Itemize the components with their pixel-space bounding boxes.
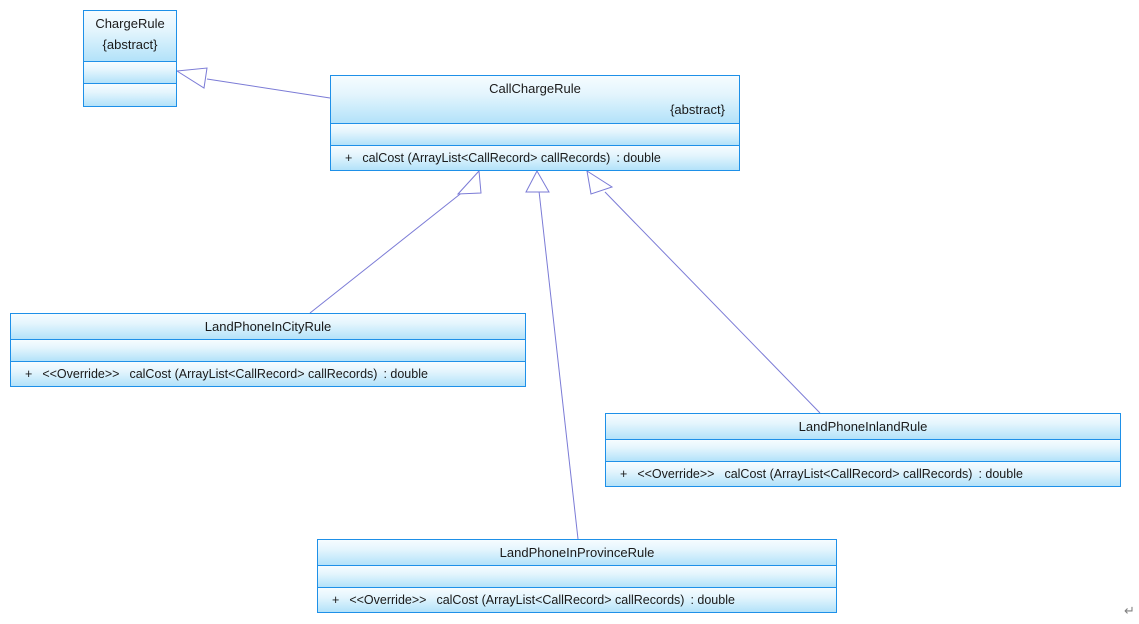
class-box-landphoneinlandrule[interactable]: LandPhoneInlandRule + <<Override>> calCost… [605,413,1121,487]
class-attributes-compartment [318,565,836,587]
operation-return-type: : double [383,367,428,381]
generalization-arrowhead [175,67,208,89]
operation-signature: calCost (ArrayList<CallRecord> callRecor… [362,151,611,165]
class-attributes-compartment [331,123,739,145]
class-operations-compartment: + <<Override>> calCost (ArrayList<CallReco… [606,461,1120,486]
operation-return-type: : double [978,467,1023,481]
operation-visibility: + [345,151,353,165]
generalization-landphoneinprovincerule-to-callchargerule [525,169,579,540]
operation-signature: calCost (ArrayList<CallRecord> callRecor… [129,367,378,381]
class-name-compartment: LandPhoneInlandRule [606,414,1120,439]
class-abstract-tag: {abstract} [670,102,725,117]
generalization-arrowhead [456,169,482,195]
operation-visibility: + [620,467,628,481]
class-operations-compartment [84,83,176,106]
generalization-landphoneinlandrule-to-callchargerule [586,169,821,414]
operation-stereotype: <<Override>> [637,467,715,481]
class-box-landphoneinprovincerule[interactable]: LandPhoneInProvinceRule + <<Override>> cal… [317,539,837,613]
class-operations-compartment: + calCost (ArrayList<CallRecord> callReco… [331,145,739,170]
class-attributes-compartment [84,61,176,83]
operation-signature: calCost (ArrayList<CallRecord> callRecor… [436,593,685,607]
operation-signature: calCost (ArrayList<CallRecord> callRecor… [724,467,973,481]
class-box-landphoneincityrule[interactable]: LandPhoneInCityRule + <<Override>> calCost… [10,313,526,387]
class-attributes-compartment [11,339,525,361]
class-name-compartment: LandPhoneInProvinceRule [318,540,836,565]
class-operations-compartment: + <<Override>> calCost (ArrayList<CallReco… [11,361,525,386]
class-name-label: LandPhoneInCityRule [204,319,332,334]
generalization-arrowhead [525,169,550,193]
class-name-label: CallChargeRule [489,81,581,96]
class-name-label: LandPhoneInProvinceRule [499,545,655,560]
paragraph-return-icon: ↵ [1124,604,1135,619]
generalization-line [604,191,821,414]
generalization-line [309,190,465,314]
operation-visibility: + [25,367,33,381]
class-attributes-compartment [606,439,1120,461]
generalization-callchargerule-to-chargerule [175,67,331,99]
class-box-chargerule[interactable]: ChargeRule {abstract} [83,10,177,107]
class-name-label: ChargeRule [95,16,165,31]
generalization-arrowhead [586,169,614,195]
operation-visibility: + [332,593,340,607]
operation-stereotype: <<Override>> [349,593,427,607]
class-name-compartment: CallChargeRule {abstract} [331,76,739,123]
class-name-compartment: ChargeRule {abstract} [84,11,176,61]
class-name-compartment: LandPhoneInCityRule [11,314,525,339]
operation-return-type: : double [616,151,661,165]
class-operations-compartment: + <<Override>> calCost (ArrayList<CallReco… [318,587,836,612]
class-abstract-tag: {abstract} [102,37,158,52]
class-box-callchargerule[interactable]: CallChargeRule {abstract} + calCost (Arra… [330,75,740,171]
operation-stereotype: <<Override>> [42,367,120,381]
class-name-label: LandPhoneInlandRule [798,419,928,434]
generalization-line [206,78,331,99]
generalization-line [538,190,579,540]
generalization-landphoneincityrule-to-callchargerule [309,169,482,314]
operation-return-type: : double [690,593,735,607]
